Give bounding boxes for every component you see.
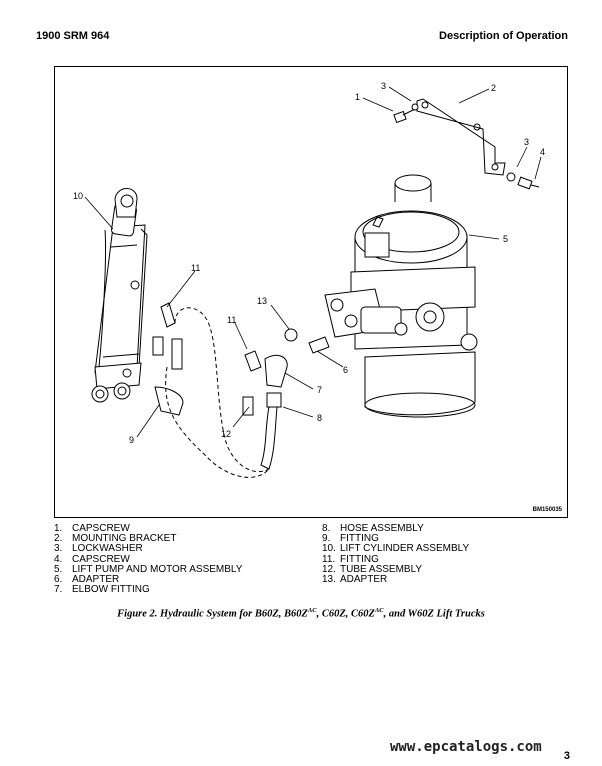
- callout-4: 4: [540, 147, 545, 157]
- legend-item: 1.CAPSCREW: [54, 523, 130, 534]
- callout-3-top: 3: [381, 81, 386, 91]
- parts-legend-right: 8.HOSE ASSEMBLY 9.FITTING 10.LIFT CYLIND…: [322, 523, 470, 586]
- callout-leaders: [84, 86, 542, 438]
- legend-item: 8.HOSE ASSEMBLY: [322, 523, 424, 534]
- callout-11-left: 11: [191, 263, 200, 273]
- tube-assembly-drawing: [165, 307, 270, 478]
- lift-cylinder-drawing: [91, 188, 148, 403]
- callout-6: 6: [343, 365, 348, 375]
- callout-7: 7: [317, 385, 322, 395]
- legend-item: 5.LIFT PUMP AND MOTOR ASSEMBLY: [54, 563, 243, 575]
- drawing-code: BM150035: [532, 507, 562, 513]
- callout-13: 13: [257, 296, 267, 306]
- callout-8: 8: [317, 413, 322, 423]
- legend-item: 4.CAPSCREW: [54, 553, 130, 565]
- legend-item: 6.ADAPTER: [54, 574, 120, 586]
- parts-legend-left: 1.CAPSCREW 2.MOUNTING BRACKET 3.LOCKWASH…: [54, 523, 243, 596]
- header-model: 1900 SRM 964: [36, 30, 110, 42]
- header-section: Description of Operation: [439, 30, 568, 42]
- mounting-bracket-drawing: [416, 98, 506, 176]
- legend-item: 7.ELBOW FITTING: [54, 584, 150, 596]
- callout-2: 2: [491, 83, 496, 93]
- callout-9: 9: [129, 435, 134, 445]
- legend-item: 12.TUBE ASSEMBLY: [322, 563, 423, 575]
- legend-item: 11.FITTING: [322, 553, 379, 565]
- legend-item: 3.LOCKWASHER: [54, 543, 143, 555]
- legend-item: 13.ADAPTER: [322, 574, 388, 586]
- fittings-drawing: [152, 302, 330, 470]
- figure-frame: 1 2 3 3 4 5 6 7 8 9 10 11 11 12 13 BM150…: [54, 66, 568, 518]
- callout-3-right: 3: [524, 137, 529, 147]
- callout-1: 1: [355, 92, 360, 102]
- legend-item: 2.MOUNTING BRACKET: [54, 533, 177, 545]
- watermark-url: www.epcatalogs.com: [390, 739, 542, 755]
- legend-item: 10.LIFT CYLINDER ASSEMBLY: [322, 543, 470, 555]
- callout-10: 10: [73, 191, 83, 201]
- legend-item: 9.FITTING: [322, 533, 379, 545]
- pump-motor-drawing: [324, 174, 478, 418]
- page-number: 3: [563, 750, 570, 762]
- figure-caption: Figure 2. Hydraulic System for B60Z, B60…: [117, 607, 485, 620]
- hydraulic-system-drawing: 1 2 3 3 4 5 6 7 8 9 10 11 11 12 13: [73, 81, 545, 478]
- callout-12: 12: [221, 429, 231, 439]
- capscrews-drawing: [393, 103, 540, 190]
- callout-11-mid: 11: [227, 315, 236, 325]
- callout-5: 5: [503, 234, 508, 244]
- callout-numbers: 1 2 3 3 4 5 6 7 8 9 10 11 11 12 13: [73, 81, 545, 445]
